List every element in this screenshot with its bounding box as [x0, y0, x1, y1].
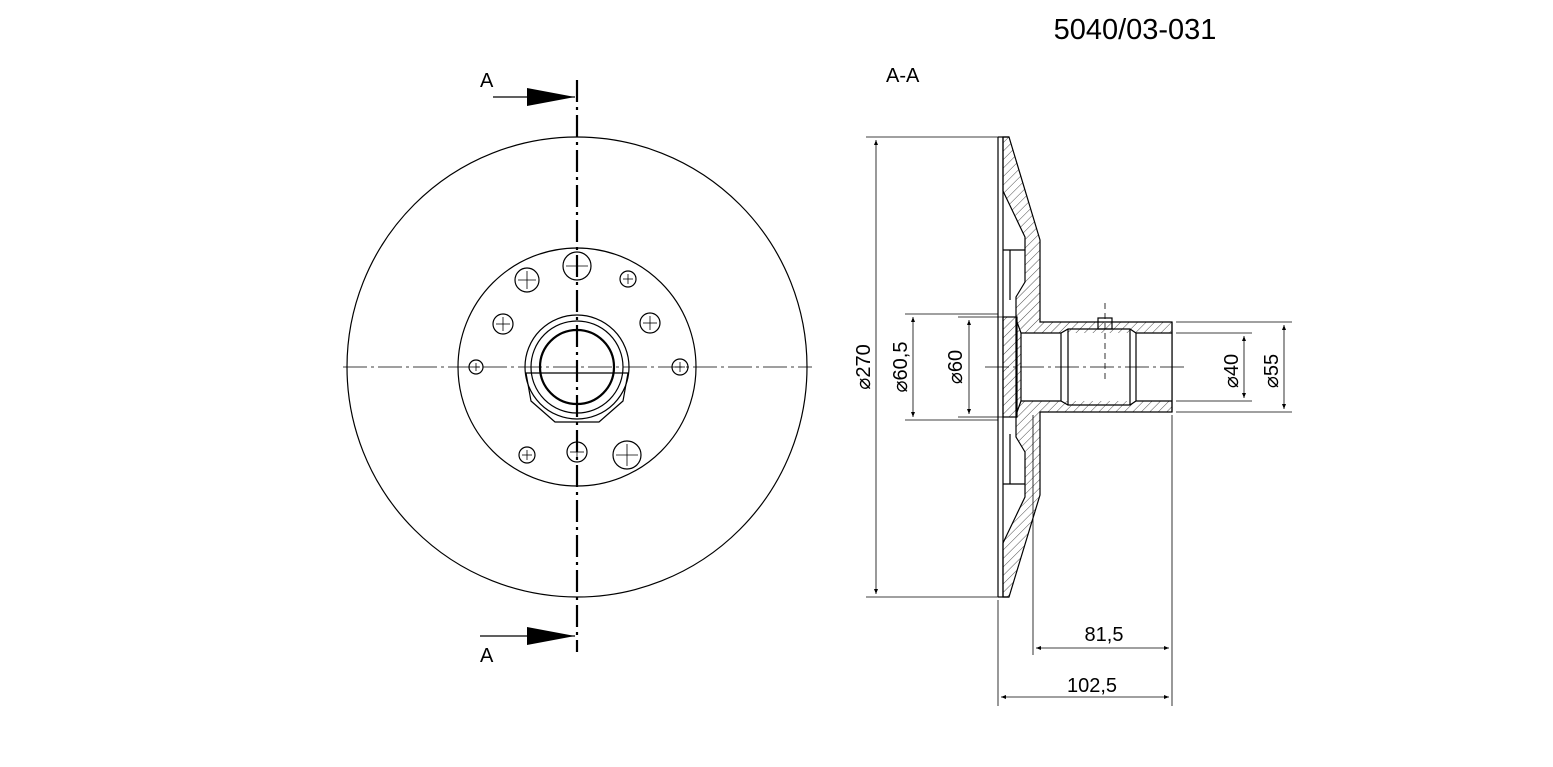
- bolt-hole: [492, 313, 514, 335]
- bolt-hole: [566, 441, 588, 463]
- section-arrow-bottom: [480, 627, 575, 645]
- dimension-lines: [874, 140, 1286, 699]
- dim-pilot-diameter: ⌀60: [945, 350, 967, 384]
- dim-outer-diameter: ⌀270: [853, 344, 875, 389]
- extension-lines: [866, 136, 1292, 706]
- bolt-hole: [514, 267, 540, 293]
- cut-label-bottom: A: [480, 645, 494, 667]
- dim-hub-outer-diameter: ⌀55: [1261, 354, 1283, 388]
- bolt-hole: [639, 312, 661, 334]
- hub-lower-step: [525, 372, 629, 423]
- bolt-hole: [619, 270, 637, 288]
- bolt-hole: [671, 358, 689, 376]
- dim-bore-diameter: ⌀40: [1221, 354, 1243, 388]
- section-arrow-top: [493, 88, 575, 106]
- bolt-hole: [468, 359, 484, 375]
- bolt-hole: [518, 446, 536, 464]
- section-title: A-A: [886, 65, 920, 87]
- section-view: A-A: [853, 65, 1292, 706]
- part-number: 5040/03-031: [1053, 14, 1217, 46]
- dim-flange-diameter: ⌀60,5: [890, 342, 912, 393]
- dim-total-length: 102,5: [1067, 675, 1117, 697]
- dim-hub-length: 81,5: [1085, 624, 1124, 646]
- bolt-hole: [562, 251, 592, 281]
- front-view: A A: [343, 70, 812, 667]
- bolt-hole: [612, 440, 642, 470]
- cut-label-top: A: [480, 70, 494, 92]
- bolt-holes: [468, 251, 689, 470]
